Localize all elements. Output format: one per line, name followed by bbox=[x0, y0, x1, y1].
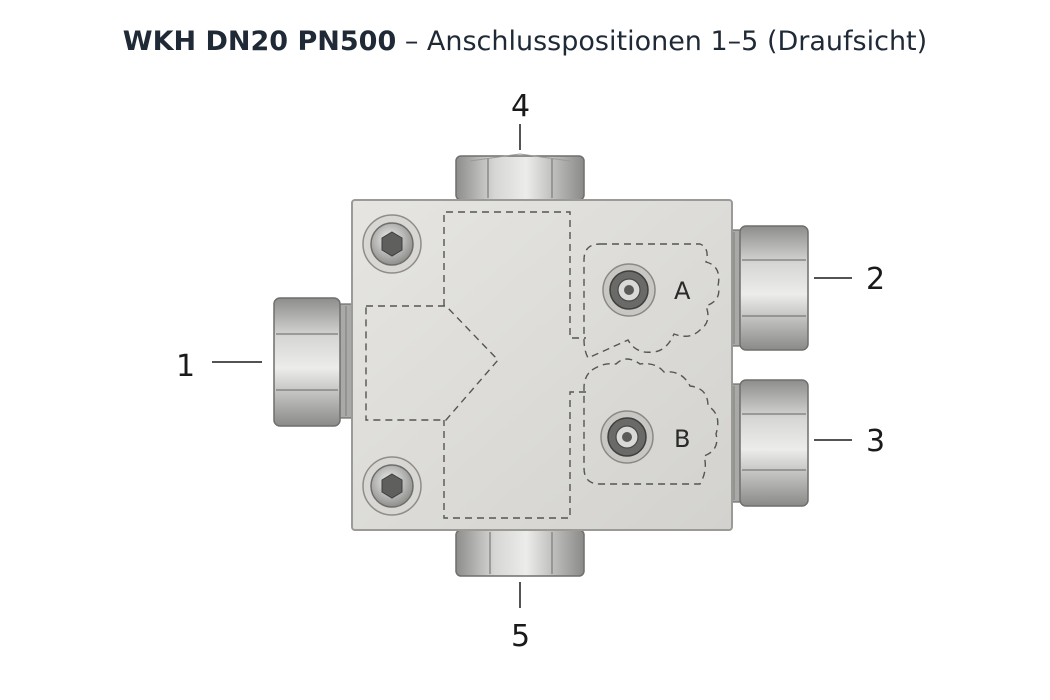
valve-knob-b bbox=[600, 410, 654, 464]
fitting-port-3 bbox=[727, 379, 809, 507]
page-title: WKH DN20 PN500 – Anschlusspositionen 1–5… bbox=[0, 26, 1050, 57]
valve-b-outline bbox=[583, 358, 719, 485]
fitting-port-1 bbox=[273, 297, 357, 427]
title-bold: WKH DN20 PN500 bbox=[122, 26, 397, 57]
valve-label-a: A bbox=[674, 277, 691, 305]
internal-channels bbox=[365, 211, 586, 519]
bolt-bottom-left bbox=[362, 456, 422, 516]
valve-a-outline bbox=[583, 243, 720, 359]
bolt-top-left bbox=[362, 214, 422, 274]
port-label-5: 5 bbox=[511, 619, 530, 654]
title-rest: – Anschlusspositionen 1–5 (Draufsicht) bbox=[396, 26, 928, 57]
port-label-4: 4 bbox=[511, 89, 530, 124]
port-label-2: 2 bbox=[866, 262, 885, 297]
valve-label-b: B bbox=[674, 425, 690, 453]
port-label-3: 3 bbox=[866, 424, 885, 459]
port-label-1: 1 bbox=[176, 349, 195, 384]
fitting-port-5 bbox=[455, 529, 585, 577]
valve-knob-a bbox=[602, 263, 656, 317]
fitting-port-4 bbox=[455, 153, 585, 201]
fitting-port-2 bbox=[727, 225, 809, 351]
